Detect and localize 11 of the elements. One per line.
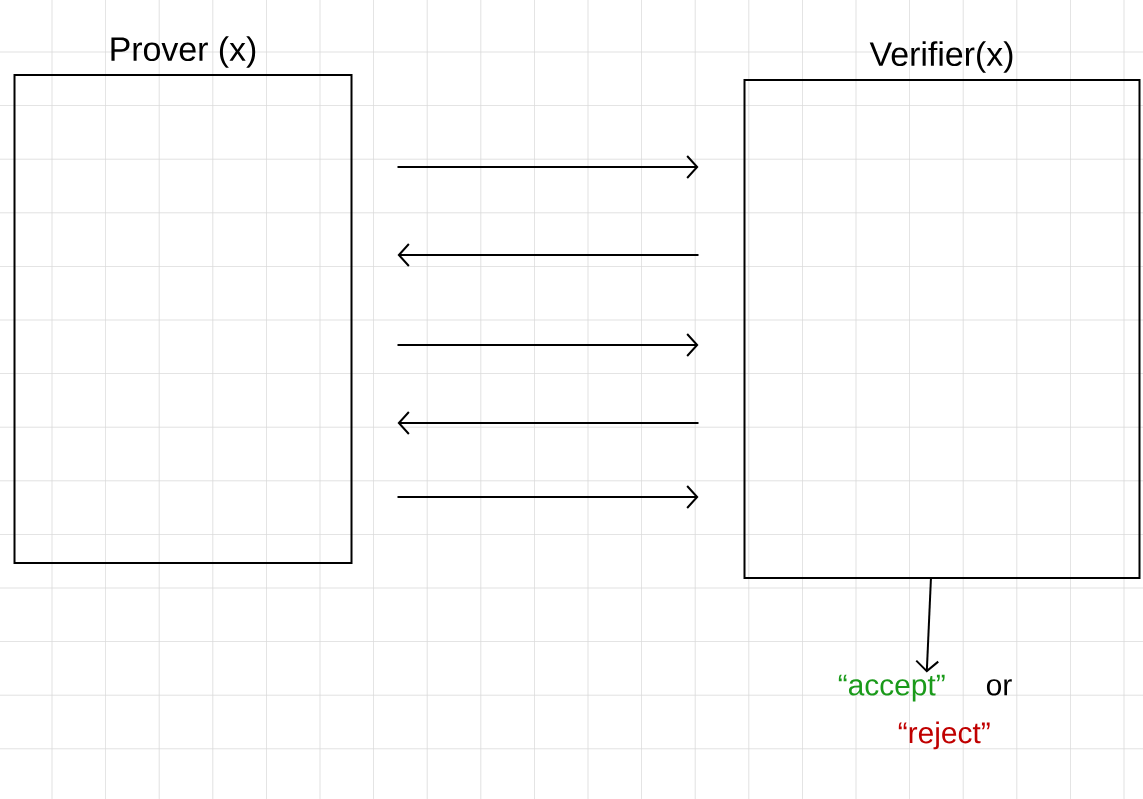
reject-label: “reject”: [898, 721, 990, 750]
arrow: [915, 578, 940, 673]
arrow: [396, 333, 699, 357]
arrow: [397, 411, 700, 435]
panel-title: Verifier(x): [869, 41, 1013, 73]
arrow: [396, 485, 699, 509]
arrow: [396, 155, 699, 179]
arrow: [397, 243, 700, 267]
or-label: or: [986, 679, 1012, 696]
accept-label: “accept”: [838, 674, 945, 702]
panel-title: Prover (x): [111, 36, 256, 68]
